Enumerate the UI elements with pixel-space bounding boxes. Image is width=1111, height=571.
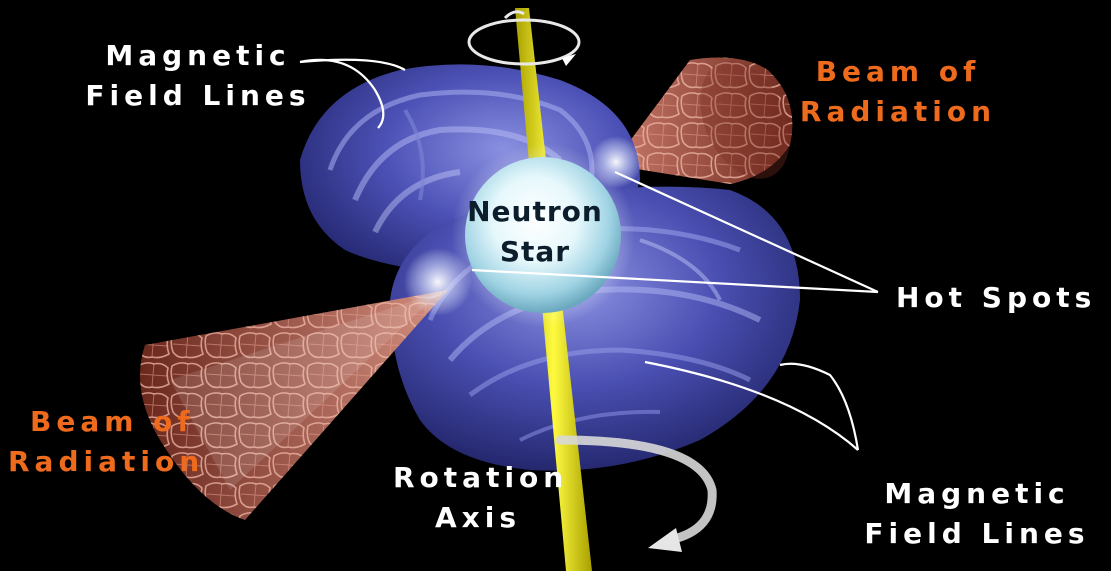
label-line: Radiation [8, 445, 205, 478]
beam-of-radiation-label-bottom: Beam of Radiation [8, 402, 238, 482]
hot-spot-lower [404, 248, 472, 316]
beam-of-radiation-upper [612, 57, 793, 184]
label-line: Neutron [467, 195, 603, 228]
beam-of-radiation-lower [140, 290, 448, 520]
label-line: Beam of [30, 405, 195, 438]
label-line: Axis [435, 501, 521, 534]
neutron-star-sphere [451, 143, 635, 327]
label-line: Field Lines [864, 517, 1090, 550]
label-line: Radiation [799, 95, 997, 128]
label-line: Beam of [815, 55, 981, 88]
label-line: Hot Spots [896, 281, 1097, 314]
beam-of-radiation-label-top: Beam of Radiation [788, 52, 1008, 132]
label-line: Star [499, 235, 571, 268]
label-line: Magnetic [105, 39, 291, 72]
hot-spots-label: Hot Spots [896, 278, 1111, 318]
label-line: Magnetic [884, 477, 1070, 510]
magnetic-field-lines-label-bottom: Magnetic Field Lines [848, 474, 1106, 554]
rotation-axis-label: Rotation Axis [393, 458, 563, 538]
label-line: Field Lines [85, 79, 311, 112]
rotation-arrow-top [467, 10, 581, 66]
magnetic-field-lines-label-top: Magnetic Field Lines [78, 36, 318, 116]
leader-lines [299, 58, 879, 451]
label-line: Rotation [393, 461, 569, 494]
neutron-star-label: Neutron Star [440, 192, 630, 272]
hot-spot-upper [590, 136, 642, 188]
rotation-arrow-bottom [555, 435, 717, 552]
